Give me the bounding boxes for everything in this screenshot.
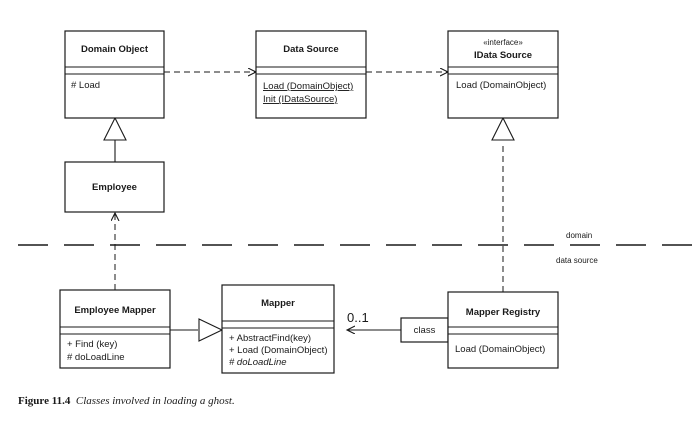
operation: Load (DomainObject) [456,80,546,91]
class-mapper-registry: Mapper Registry Load (DomainObject) [447,291,559,369]
qualifier-box: class [400,317,449,343]
domain-layer-label: domain [566,231,592,240]
generalization-arrowhead [103,116,127,141]
class-name: Data Source [283,44,338,55]
class-name: Employee Mapper [74,305,156,316]
class-mapper: Mapper + AbstractFind(key) + Load (Domai… [221,284,335,374]
class-domain-object: Domain Object # Load [64,30,165,119]
class-name: IData Source [474,50,532,61]
generalization-mapper-arrowhead [198,318,224,342]
figure-caption-text: Classes involved in loading a ghost. [75,395,235,407]
data-source-layer-label: data source [556,256,598,265]
static-operation: Load (DomainObject) [263,81,353,92]
class-name: Mapper Registry [466,307,541,318]
figure-label: Figure 11.4 [18,395,71,407]
operation: # Load [71,80,100,91]
class-name: Employee [92,182,137,193]
class-employee-mapper: Employee Mapper + Find (key) # doLoadLin… [59,289,171,369]
interface-idata-source: «interface» IData Source Load (DomainObj… [447,30,559,119]
operation: + AbstractFind(key) [229,333,311,344]
abstract-operation: # doLoadLine [229,357,287,368]
figure-caption: Figure 11.4 Classes involved in loading … [18,395,235,407]
static-operation: Init (IDataSource) [263,94,337,105]
class-name: Mapper [261,298,295,309]
realization-arrowhead [491,116,515,141]
qualifier-label: class [414,325,436,336]
operation: + Load (DomainObject) [229,345,327,356]
class-employee: Employee [64,161,165,213]
operation: Load (DomainObject) [455,344,545,355]
multiplicity-label: 0..1 [347,310,369,325]
class-name: Domain Object [81,44,149,55]
class-data-source: Data Source Load (DomainObject) Init (ID… [255,30,367,119]
operation: + Find (key) [67,339,117,350]
operation: # doLoadLine [67,352,125,363]
stereotype-label: «interface» [483,38,523,47]
